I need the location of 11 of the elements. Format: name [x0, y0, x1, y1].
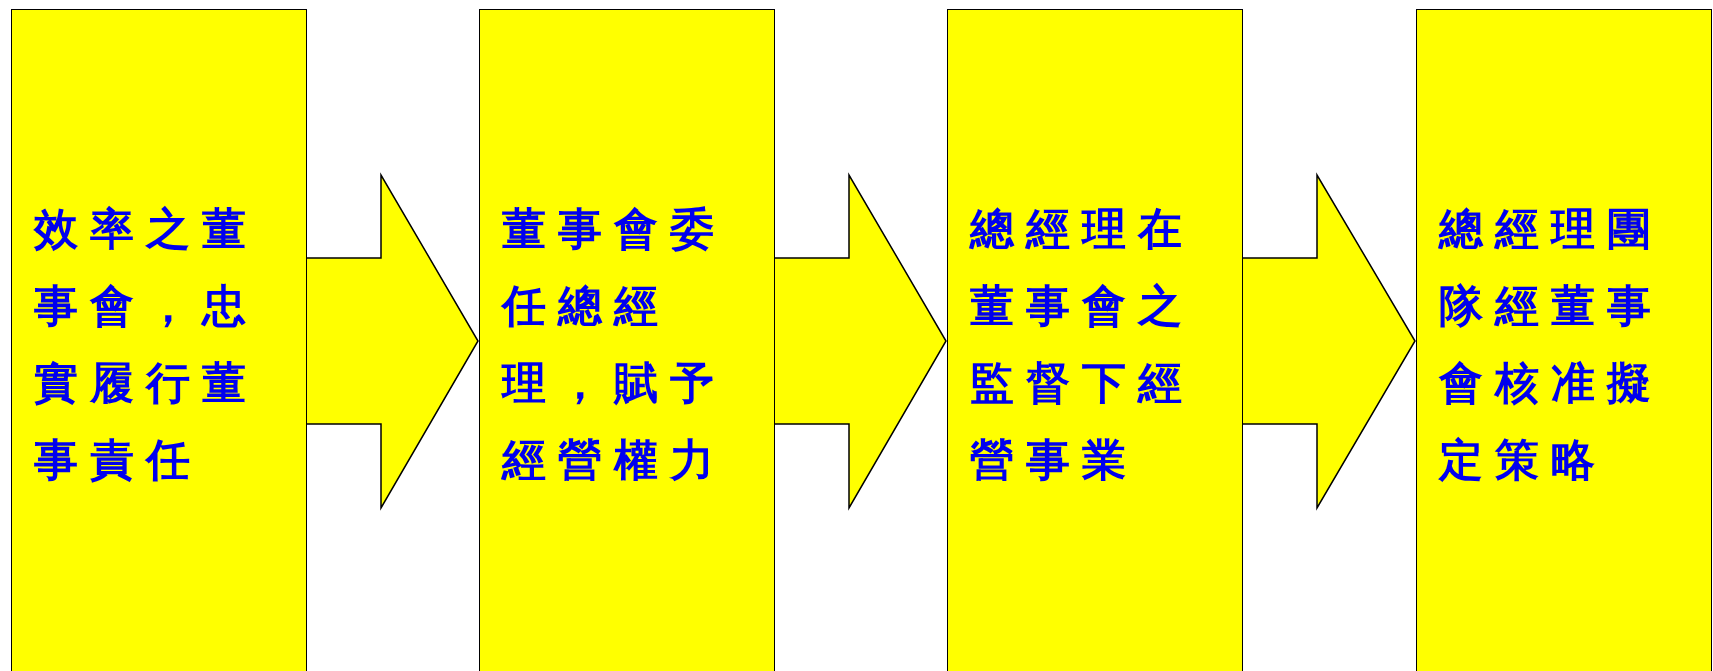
box-text: 董事會委任總經理，賦予經營權力 [502, 202, 727, 487]
block-arrow [306, 172, 479, 511]
box-text: 效率之董事會，忠實履行董事責任 [34, 202, 259, 487]
process-box [11, 9, 307, 671]
block-arrow [1242, 172, 1416, 511]
process-box [479, 9, 775, 671]
box-text: 總經理在董事會之監督下經營事業 [970, 202, 1195, 487]
process-box [947, 9, 1243, 671]
block-arrow [774, 172, 947, 511]
box-text: 總經理團隊經董事會核准擬定策略 [1439, 202, 1664, 487]
process-box [1416, 9, 1712, 671]
